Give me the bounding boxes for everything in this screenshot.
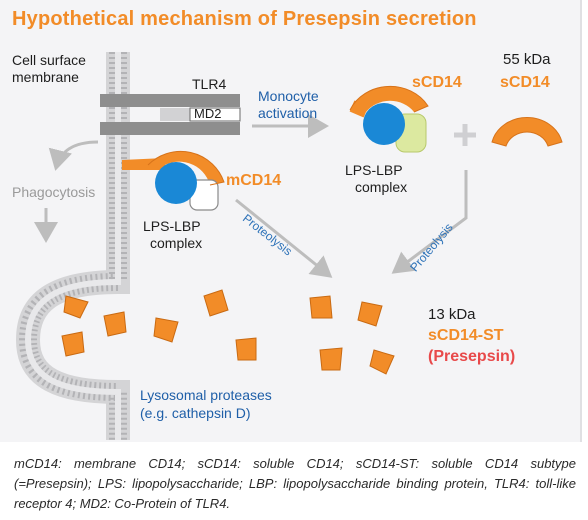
label-13kda: 13 kDa [428,306,476,323]
label-complex-middle: complex [355,179,408,195]
scd14-complex [349,85,429,153]
plus-icon [454,124,476,146]
label-md2: MD2 [194,106,222,121]
label-monocyte: Monocyte [258,88,319,104]
label-scd14-st: sCD14-ST [428,327,504,344]
label-complex-left: complex [150,235,203,251]
label-mcd14: mCD14 [226,172,282,189]
diagram-panel [0,0,582,442]
label-lps-lbp-middle: LPS-LBP [345,162,403,178]
label-activation: activation [258,105,318,121]
label-membrane: membrane [12,69,79,85]
arrow-proteolysis-right [391,170,468,274]
label-55kda: 55 kDa [503,51,551,68]
label-cell-surface: Cell surface [12,52,86,68]
label-lysosomal-proteases: Lysosomal proteases [140,387,272,403]
arrow-phagocytosis-curve [48,140,99,171]
tlr4-receptor [100,94,240,135]
label-presepsin: (Presepsin) [428,348,516,365]
label-tlr4: TLR4 [192,76,227,92]
figure-caption: mCD14: membrane CD14; sCD14: soluble CD1… [14,456,576,511]
lysosome-fragments [61,289,257,361]
cell-membrane [15,52,130,440]
arrow-proteolysis-left [235,198,333,278]
diagram-title: Hypothetical mechanism of Presepsin secr… [12,8,477,30]
md2-box [189,107,241,122]
label-scd14-right: sCD14 [500,74,550,91]
label-scd14-middle: sCD14 [412,74,462,91]
label-cathepsin-d: (e.g. cathepsin D) [140,405,251,421]
label-phagocytosis: Phagocytosis [12,184,96,200]
scd14-free [491,116,563,147]
label-lps-lbp-left: LPS-LBP [143,218,201,234]
mcd14-complex [122,150,225,211]
presepsin-fragments [309,295,395,375]
